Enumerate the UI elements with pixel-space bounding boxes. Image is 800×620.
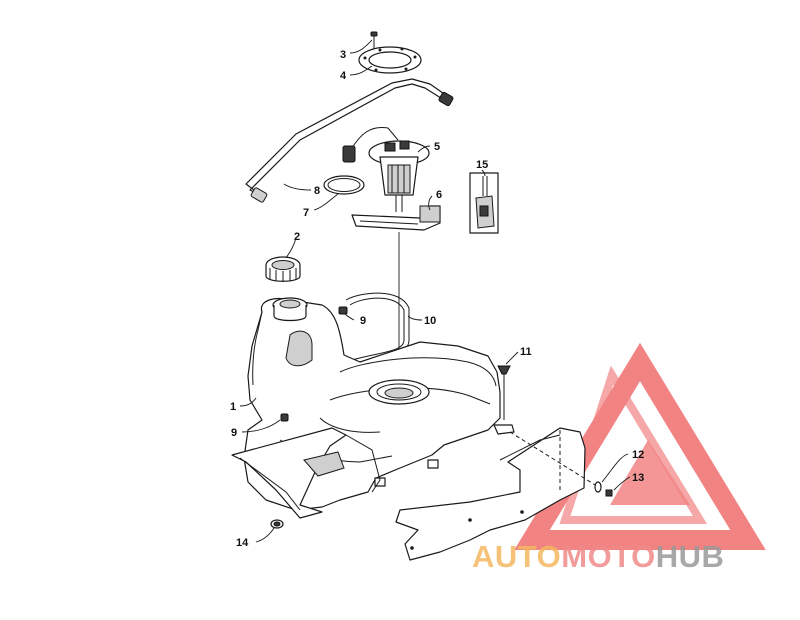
part-retaining-ring bbox=[358, 46, 422, 74]
callout-3: 3 bbox=[340, 49, 346, 61]
callout-14: 14 bbox=[236, 537, 249, 549]
callout-9-upper: 9 bbox=[360, 315, 366, 327]
part-screw bbox=[370, 31, 378, 50]
part-check-valve-lower bbox=[280, 413, 289, 422]
watermark-triangle-core bbox=[610, 440, 690, 505]
callout-5: 5 bbox=[434, 141, 440, 153]
part-tank-bracket bbox=[231, 427, 381, 519]
part-level-sender bbox=[351, 205, 441, 231]
callout-12: 12 bbox=[632, 449, 644, 461]
leader-lines bbox=[239, 39, 631, 543]
part-sensor bbox=[469, 172, 499, 234]
watermark-text-hub: HUB bbox=[656, 539, 725, 574]
callout-4: 4 bbox=[340, 70, 347, 82]
svg-text:AUTOMOTOHUB: AUTOMOTOHUB bbox=[472, 539, 724, 574]
part-check-valve-upper bbox=[338, 306, 348, 315]
part-fuel-pump bbox=[342, 126, 430, 212]
callout-13: 13 bbox=[632, 472, 644, 484]
part-fastener bbox=[493, 365, 515, 435]
watermark-text-moto: MOTO bbox=[561, 539, 655, 574]
callout-1: 1 bbox=[230, 401, 236, 413]
callout-2: 2 bbox=[294, 231, 300, 243]
callout-8: 8 bbox=[314, 185, 320, 197]
part-heat-shield bbox=[395, 427, 586, 561]
watermark-triangle-inner bbox=[559, 365, 708, 524]
callout-7: 7 bbox=[303, 207, 309, 219]
part-o-ring bbox=[323, 175, 365, 195]
part-grommet bbox=[270, 519, 284, 529]
part-filler-cap bbox=[265, 256, 301, 282]
part-fuel-line bbox=[245, 78, 454, 203]
watermark-logo bbox=[514, 342, 766, 550]
callout-11: 11 bbox=[520, 346, 532, 358]
callout-10: 10 bbox=[424, 315, 436, 327]
callout-6: 6 bbox=[436, 189, 442, 201]
watermark-wordmark: AUTOMOTOHUB bbox=[472, 539, 724, 574]
callout-numbers: 3 4 5 6 7 8 15 2 9 10 1 9 11 12 13 14 bbox=[230, 49, 644, 549]
watermark-text-auto: AUTO bbox=[472, 539, 561, 574]
callout-9-lower: 9 bbox=[231, 427, 237, 439]
part-bolt-nut bbox=[509, 431, 613, 497]
callout-15: 15 bbox=[476, 159, 488, 171]
